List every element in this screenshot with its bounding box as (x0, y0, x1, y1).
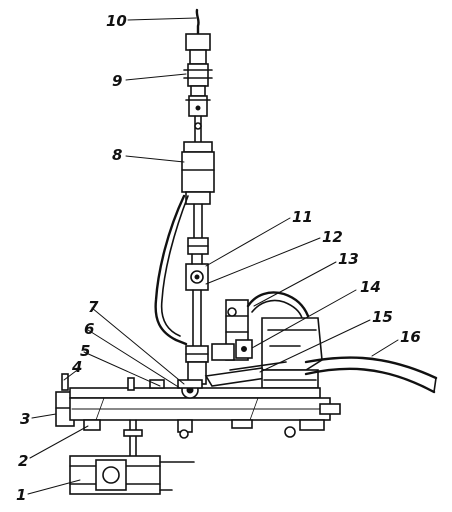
label-2: 2 (18, 452, 28, 470)
hose (304, 356, 438, 394)
label-15: 15 (372, 308, 393, 326)
label-10: 10 (106, 12, 127, 30)
label-7: 7 (88, 298, 99, 316)
label-11: 11 (292, 208, 313, 226)
label-12: 12 (322, 228, 343, 246)
label-3: 3 (20, 410, 30, 428)
flexible-cable (154, 194, 189, 346)
base-frame (55, 373, 341, 439)
label-16: 16 (400, 328, 421, 346)
vertical-mast (181, 8, 215, 385)
label-6: 6 (84, 320, 94, 338)
label-4: 4 (71, 358, 82, 376)
motor-housing (204, 291, 323, 389)
callout-labels: 10 9 8 11 12 13 14 15 16 7 6 5 4 3 2 1 (16, 12, 421, 504)
lower-assembly (69, 419, 195, 495)
label-9: 9 (112, 72, 122, 90)
leader-lines (27, 17, 399, 495)
label-14: 14 (360, 278, 381, 296)
label-5: 5 (80, 342, 90, 360)
label-13: 13 (338, 250, 359, 268)
label-1: 1 (16, 486, 26, 504)
label-8: 8 (112, 146, 122, 164)
